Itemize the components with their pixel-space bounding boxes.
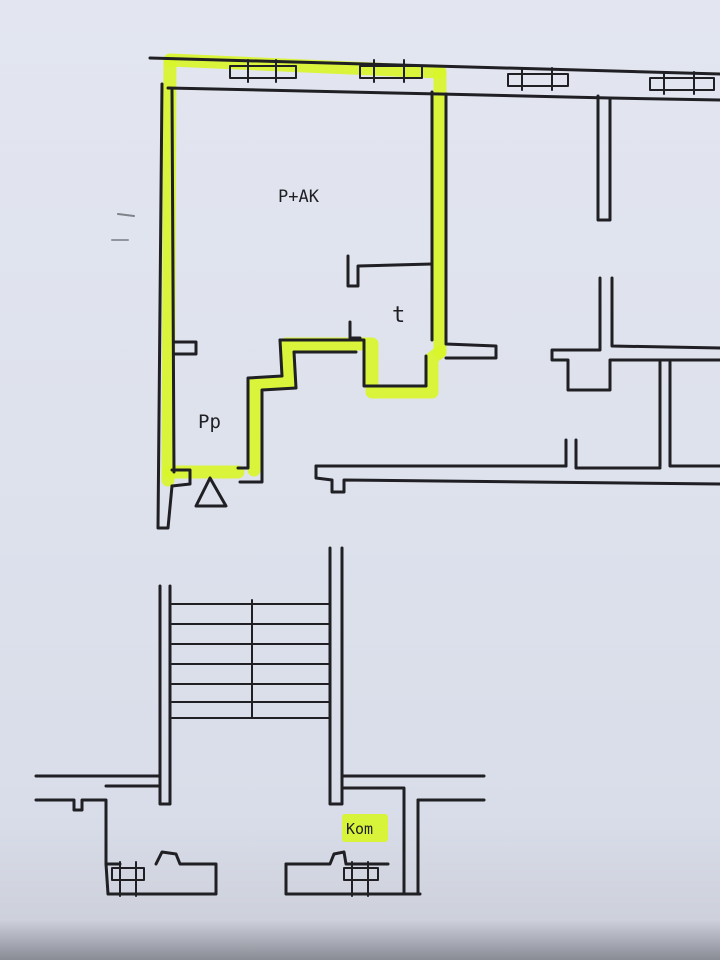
top-wall bbox=[148, 56, 720, 102]
triangle-entrance-icon bbox=[194, 476, 228, 508]
room-label-toilet: t bbox=[392, 303, 405, 328]
window bbox=[507, 67, 569, 91]
highlighted-apartment-outline bbox=[161, 53, 447, 842]
staircase bbox=[158, 546, 344, 806]
stray-mark bbox=[117, 213, 135, 217]
paper-shadow bbox=[0, 920, 720, 960]
window bbox=[229, 59, 297, 83]
window bbox=[111, 861, 145, 897]
window bbox=[649, 71, 715, 95]
neighbor-walls bbox=[314, 94, 720, 494]
lower-walls bbox=[34, 774, 486, 897]
room-label-hallway: Pp bbox=[198, 411, 221, 433]
window bbox=[359, 59, 423, 83]
room-label-main: P+AK bbox=[278, 187, 320, 207]
apartment-walls bbox=[156, 82, 498, 530]
storage-highlight bbox=[342, 814, 388, 842]
room-label-storage: Kom bbox=[346, 820, 373, 838]
window bbox=[343, 861, 379, 897]
